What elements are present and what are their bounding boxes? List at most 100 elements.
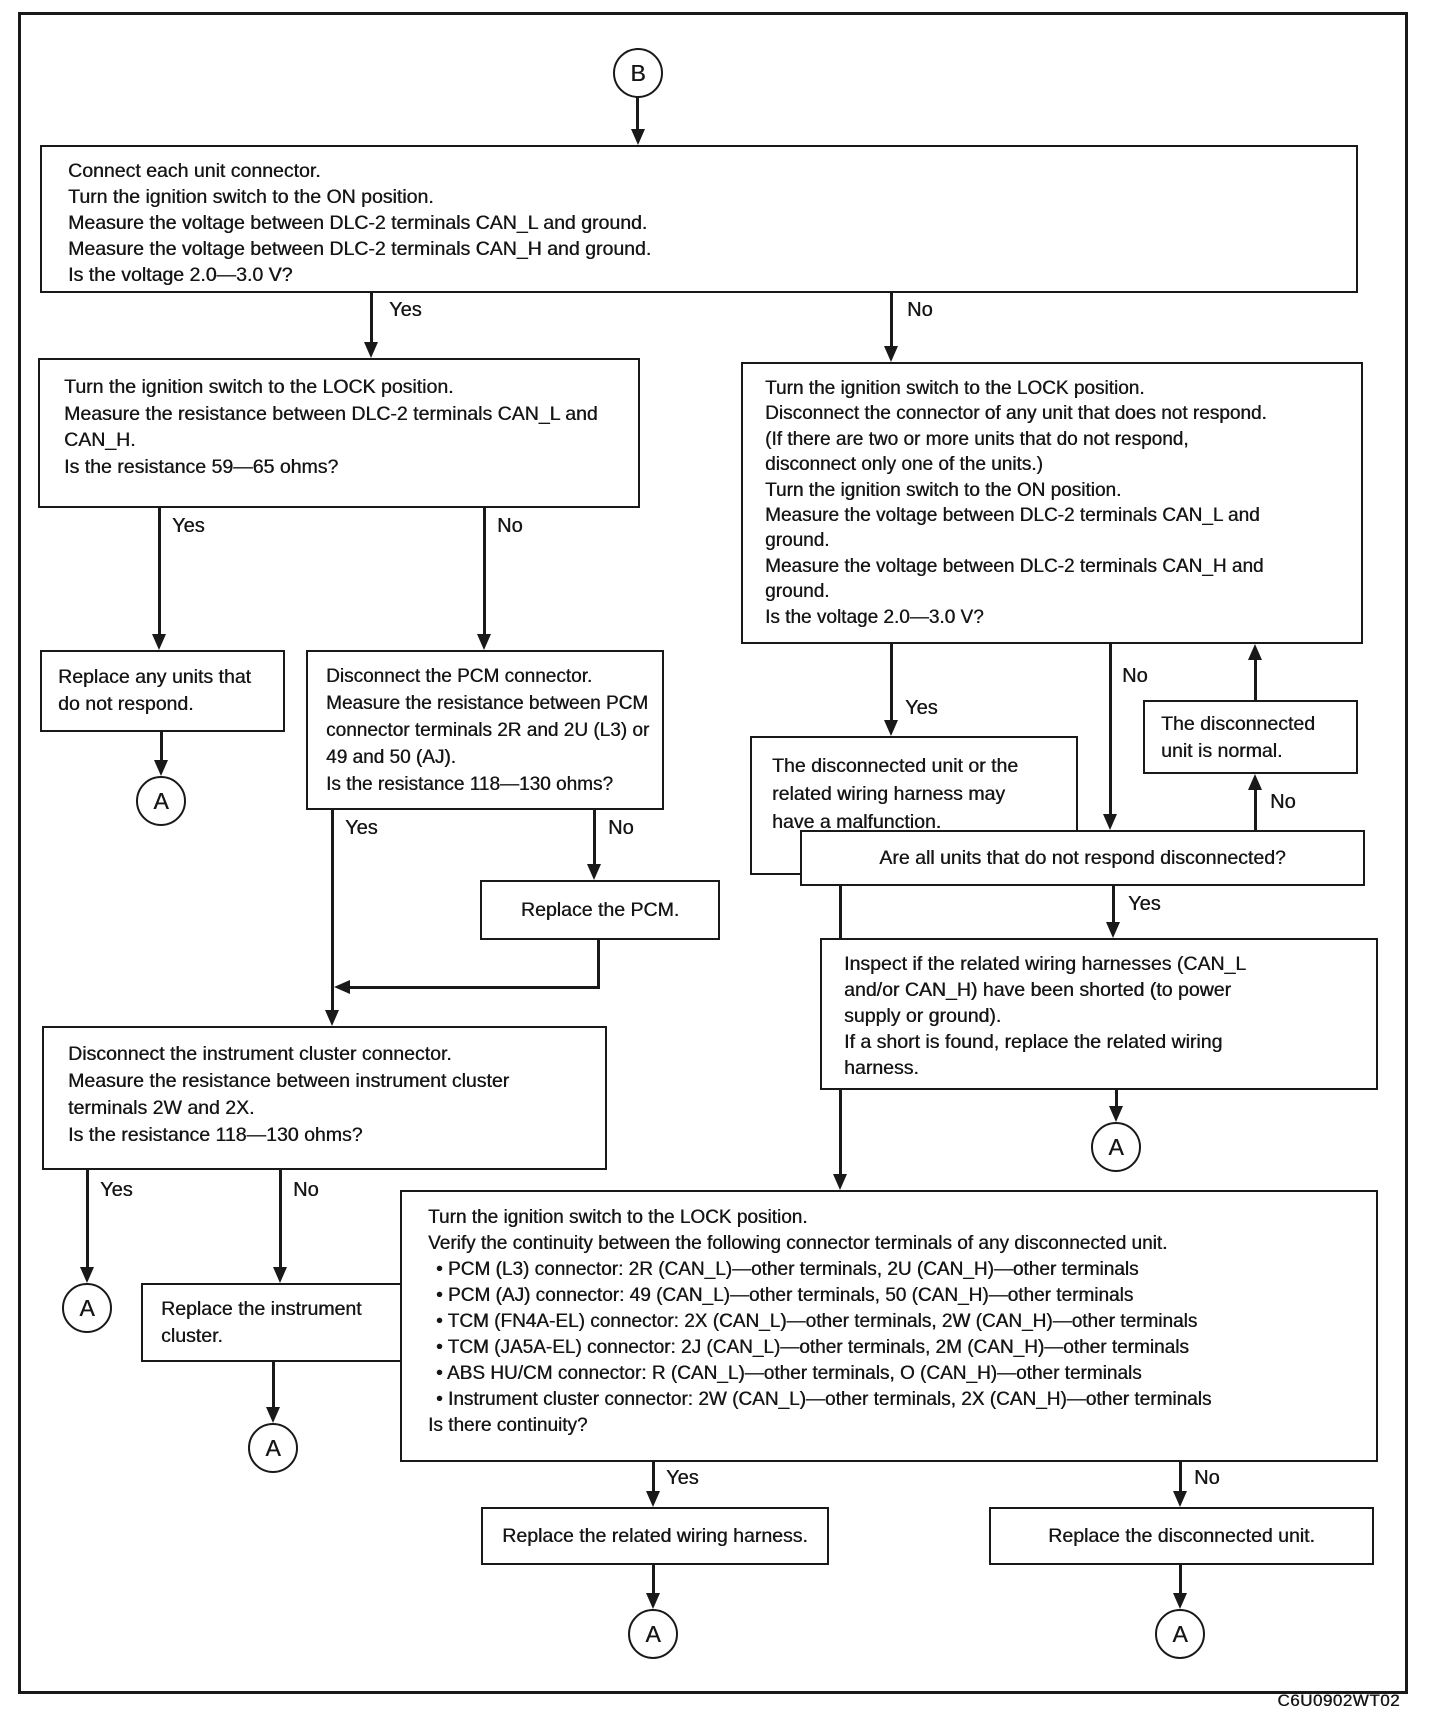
arrow-down-icon [1109, 1106, 1123, 1122]
node-unit-normal: The disconnected unit is normal. [1143, 700, 1358, 774]
connector-a-label: A [645, 1620, 661, 1647]
box-line: Verify the continuity between the follow… [428, 1233, 1168, 1254]
edge-line [272, 1362, 275, 1407]
box-line: Turn the ignition switch to the LOCK pos… [64, 376, 454, 398]
arrow-down-icon [80, 1267, 94, 1283]
edge-line [346, 986, 600, 989]
connector-b-label: B [630, 59, 646, 86]
arrow-up-icon [1248, 774, 1262, 790]
edge-line [1115, 1090, 1118, 1106]
box-line: • PCM (L3) connector: 2R (CAN_L)—other t… [436, 1259, 1139, 1280]
connector-circle-a: A [628, 1609, 678, 1659]
box-line: Turn the ignition switch to the ON posit… [765, 479, 1122, 501]
box-line: • ABS HU/CM connector: R (CAN_L)—other t… [436, 1363, 1142, 1384]
connector-a-label: A [153, 787, 169, 814]
box-line: Measure the resistance between instrumen… [68, 1070, 510, 1092]
arrow-down-icon [884, 720, 898, 736]
box-line: • Instrument cluster connector: 2W (CAN_… [436, 1389, 1212, 1410]
edge-label-yes: Yes [172, 515, 205, 537]
node-replace-pcm: Replace the PCM. [480, 880, 720, 940]
box-line: Measure the resistance between PCM [326, 693, 649, 714]
edge-line [1109, 644, 1112, 814]
arrow-down-icon [884, 346, 898, 362]
edge-line [1179, 1462, 1182, 1491]
edge-line [636, 98, 639, 131]
connector-a-label: A [1172, 1620, 1188, 1647]
edge-label-yes: Yes [389, 299, 422, 321]
box-line: connector terminals 2R and 2U (L3) or [326, 720, 650, 741]
box-line: • TCM (FN4A-EL) connector: 2X (CAN_L)—ot… [436, 1311, 1198, 1332]
box-line: ground. [765, 530, 830, 552]
box-line: Turn the ignition switch to the ON posit… [68, 186, 434, 208]
connector-circle-b: B [613, 48, 663, 98]
edge-label-yes: Yes [100, 1179, 133, 1201]
box-line: Inspect if the related wiring harnesses … [844, 953, 1247, 975]
arrow-down-icon [833, 1174, 847, 1190]
box-line: 49 and 50 (AJ). [326, 747, 456, 768]
box-line: Is the voltage 2.0—3.0 V? [765, 606, 984, 628]
edge-line [158, 508, 161, 634]
node-verify-continuity: Turn the ignition switch to the LOCK pos… [400, 1190, 1378, 1462]
arrow-down-icon [1173, 1593, 1187, 1609]
edge-line [279, 1170, 282, 1267]
edge-line [86, 1170, 89, 1267]
arrow-down-icon [273, 1267, 287, 1283]
box-line: • PCM (AJ) connector: 49 (CAN_L)—other t… [436, 1285, 1134, 1306]
arrow-down-icon [152, 634, 166, 650]
node-check-dlc-resistance: Turn the ignition switch to the LOCK pos… [38, 358, 640, 508]
box-line: related wiring harness may [772, 783, 1006, 805]
edge-line [597, 940, 600, 988]
box-line: cluster. [161, 1325, 223, 1347]
arrow-down-icon [364, 342, 378, 358]
edge-label-yes: Yes [666, 1467, 699, 1489]
edge-label-no: No [1122, 665, 1148, 687]
edge-line [593, 810, 596, 864]
connector-a-label: A [79, 1294, 95, 1321]
box-line: The disconnected unit or the [772, 755, 1019, 777]
edge-label-no: No [293, 1179, 319, 1201]
edge-line [652, 1565, 655, 1593]
box-line: Measure the voltage between DLC-2 termin… [68, 238, 652, 260]
box-line: disconnect only one of the units.) [765, 454, 1043, 476]
connector-circle-a: A [1155, 1609, 1205, 1659]
connector-circle-a: A [1091, 1122, 1141, 1172]
arrow-left-icon [334, 980, 350, 994]
node-check-cluster: Disconnect the instrument cluster connec… [42, 1026, 607, 1170]
node-measure-voltage: Connect each unit connector. Turn the ig… [40, 145, 1358, 293]
node-check-pcm: Disconnect the PCM connector. Measure th… [306, 650, 664, 810]
edge-label-yes: Yes [905, 697, 938, 719]
arrow-down-icon [325, 1010, 339, 1026]
box-line: If a short is found, replace the related… [844, 1031, 1223, 1053]
connector-a-label: A [265, 1434, 281, 1461]
box-line: Disconnect the instrument cluster connec… [68, 1043, 452, 1065]
node-replace-harness: Replace the related wiring harness. [481, 1507, 829, 1565]
edge-line [1254, 788, 1257, 830]
box-line: Is the resistance 118—130 ohms? [326, 774, 613, 795]
box-line: ground. [765, 581, 830, 603]
box-line: Is the resistance 59—65 ohms? [64, 455, 339, 478]
edge-line [483, 508, 486, 634]
node-replace-cluster: Replace the instrument cluster. [141, 1283, 409, 1362]
box-line: have a malfunction. [772, 811, 942, 833]
connector-circle-a: A [136, 776, 186, 826]
box-line: Is the resistance 118—130 ohms? [68, 1124, 363, 1146]
edge-line [890, 644, 893, 720]
edge-line [652, 1462, 655, 1491]
edge-label-no: No [1194, 1467, 1220, 1489]
node-replace-units: Replace any units that do not respond. [40, 650, 285, 732]
node-replace-disconnected: Replace the disconnected unit. [989, 1507, 1374, 1565]
arrow-down-icon [587, 864, 601, 880]
box-line: unit is normal. [1161, 740, 1283, 762]
box-line: • TCM (JA5A-EL) connector: 2J (CAN_L)—ot… [436, 1337, 1189, 1358]
box-line: The disconnected [1161, 713, 1315, 735]
connector-a-label: A [1108, 1133, 1124, 1160]
box-line: Turn the ignition switch to the LOCK pos… [765, 378, 1145, 399]
edge-label-yes: Yes [1128, 893, 1161, 915]
box-line: and/or CAN_H) have been shorted (to powe… [844, 979, 1231, 1001]
edge-label-no: No [608, 817, 634, 839]
edge-label-no: No [497, 515, 523, 537]
box-line: Measure the voltage between DLC-2 termin… [68, 212, 648, 234]
diagram-frame [18, 12, 1408, 1694]
figure-code: C6U0902WT02 [1277, 1691, 1400, 1710]
